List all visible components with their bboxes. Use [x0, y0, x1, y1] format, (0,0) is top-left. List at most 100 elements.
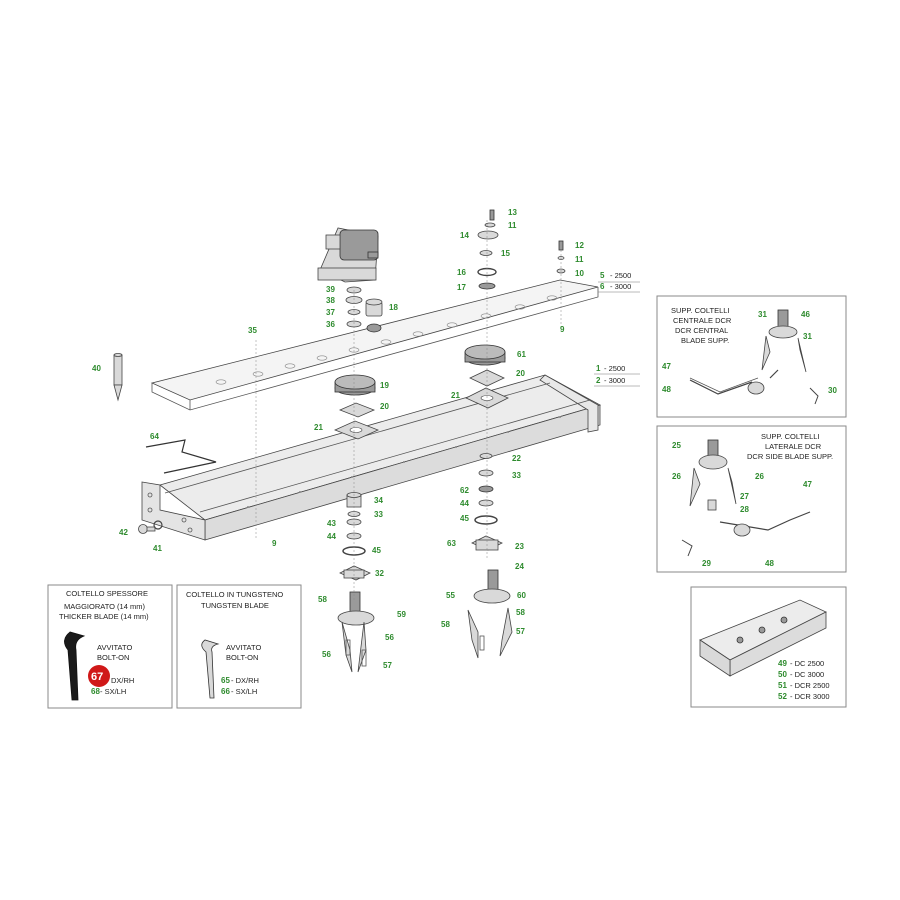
tung-variant-66: - SX/LH — [231, 687, 257, 696]
gearbox — [317, 227, 379, 283]
label-21-r: 21 — [451, 391, 460, 400]
label-6: 6 — [600, 282, 605, 291]
label-22: 22 — [512, 454, 521, 463]
variant-2: - 3000 — [604, 376, 625, 385]
label-57-l: 57 — [383, 661, 392, 670]
label-18: 18 — [389, 303, 398, 312]
frame-variant-51: - DCR 2500 — [790, 681, 830, 690]
label-16: 16 — [457, 268, 466, 277]
left-stack — [333, 286, 383, 673]
label-17: 17 — [457, 283, 466, 292]
label-58-m: 58 — [441, 620, 450, 629]
thick-bolt-1: AVVITATO — [97, 643, 132, 652]
label-45-r: 45 — [460, 514, 469, 523]
label-15: 15 — [501, 249, 510, 258]
label-39: 39 — [326, 285, 335, 294]
label-11-b: 11 — [575, 255, 584, 264]
label-60: 60 — [517, 591, 526, 600]
thick-bolt-2: BOLT-ON — [97, 653, 129, 662]
label-37: 37 — [326, 308, 335, 317]
label-13: 13 — [508, 208, 517, 217]
variant-texts: - 2500 - 3000 - 2500 - 3000 — [594, 271, 640, 387]
tung-bolt-2: BOLT-ON — [226, 653, 258, 662]
label-63: 63 — [447, 539, 456, 548]
label-42: 42 — [119, 528, 128, 537]
label-11-a: 11 — [508, 221, 517, 230]
frame-variant-49: - DC 2500 — [790, 659, 824, 668]
label-68: 68 — [91, 687, 100, 696]
label-36: 36 — [326, 320, 335, 329]
side-label-48: 48 — [765, 559, 774, 568]
main-frame — [141, 374, 602, 541]
central-label-48: 48 — [662, 385, 671, 394]
label-20-r: 20 — [516, 369, 525, 378]
central-line-3: DCR CENTRAL — [675, 326, 728, 335]
side-line-3: DCR SIDE BLADE SUPP. — [747, 452, 833, 461]
variant-6: - 3000 — [610, 282, 631, 291]
central-line-4: BLADE SUPP. — [681, 336, 729, 345]
frame-label-52: 52 — [778, 692, 787, 701]
label-56-l: 56 — [322, 650, 331, 659]
variant-1: - 2500 — [604, 364, 625, 373]
central-label-30: 30 — [828, 386, 837, 395]
label-57-r: 57 — [516, 627, 525, 636]
thick-line-2: MAGGIORATO (14 mm) — [64, 602, 145, 611]
label-59: 59 — [397, 610, 406, 619]
label-40: 40 — [92, 364, 101, 373]
label-33-l: 33 — [374, 510, 383, 519]
variant-5: - 2500 — [610, 271, 631, 280]
label-24: 24 — [515, 562, 524, 571]
central-line-1: SUPP. COLTELLI — [671, 306, 730, 315]
side-label-25: 25 — [672, 441, 681, 450]
central-label-31-b: 31 — [803, 332, 812, 341]
rod-64 — [145, 439, 217, 474]
label-20-l: 20 — [380, 402, 389, 411]
part-number-labels: 13 11 14 15 12 11 16 10 17 5 6 39 38 37 … — [92, 208, 605, 670]
box-tungsten-blade: COLTELLO IN TUNGSTENO TUNGSTEN BLADE AVV… — [176, 584, 302, 709]
label-65: 65 — [221, 676, 230, 685]
tung-bolt-1: AVVITATO — [226, 643, 261, 652]
label-1: 1 — [596, 364, 601, 373]
thick-variant-68: - SX/LH — [100, 687, 126, 696]
central-label-46: 46 — [801, 310, 810, 319]
thick-line-3: THICKER BLADE (14 mm) — [59, 612, 149, 621]
badge-67 — [88, 665, 110, 687]
label-56-r: 56 — [385, 633, 394, 642]
label-62: 62 — [460, 486, 469, 495]
label-9-b: 9 — [272, 539, 277, 548]
frame-label-51: 51 — [778, 681, 787, 690]
side-label-47: 47 — [803, 480, 812, 489]
label-23: 23 — [515, 542, 524, 551]
label-32: 32 — [375, 569, 384, 578]
tung-variant-65: - DX/RH — [231, 676, 259, 685]
label-38: 38 — [326, 296, 335, 305]
side-line-1: SUPP. COLTELLI — [761, 432, 820, 441]
bolt-40 — [113, 353, 123, 402]
frame-variant-50: - DC 3000 — [790, 670, 824, 679]
label-5: 5 — [600, 271, 605, 280]
label-34: 34 — [374, 496, 383, 505]
label-44-r: 44 — [460, 499, 469, 508]
side-label-26-l: 26 — [672, 472, 681, 481]
label-55: 55 — [446, 591, 455, 600]
label-61: 61 — [517, 350, 526, 359]
label-67: 67 — [91, 671, 103, 683]
label-58-r: 58 — [516, 608, 525, 617]
side-label-27: 27 — [740, 492, 749, 501]
central-line-2: CENTRALE DCR — [673, 316, 732, 325]
label-58-l: 58 — [318, 595, 327, 604]
frame-variant-52: - DCR 3000 — [790, 692, 830, 701]
label-14: 14 — [460, 231, 469, 240]
frame-label-49: 49 — [778, 659, 787, 668]
box-frame-variants: 49 50 51 52 - DC 2500 - DC 3000 - DCR 25… — [690, 586, 847, 708]
side-label-26-r: 26 — [755, 472, 764, 481]
label-33-r: 33 — [512, 471, 521, 480]
thick-variant-67: DX/RH — [111, 676, 134, 685]
label-2: 2 — [596, 376, 601, 385]
side-label-29: 29 — [702, 559, 711, 568]
tung-line-1: COLTELLO IN TUNGSTENO — [186, 590, 283, 599]
label-19: 19 — [380, 381, 389, 390]
label-41: 41 — [153, 544, 162, 553]
frame-label-50: 50 — [778, 670, 787, 679]
